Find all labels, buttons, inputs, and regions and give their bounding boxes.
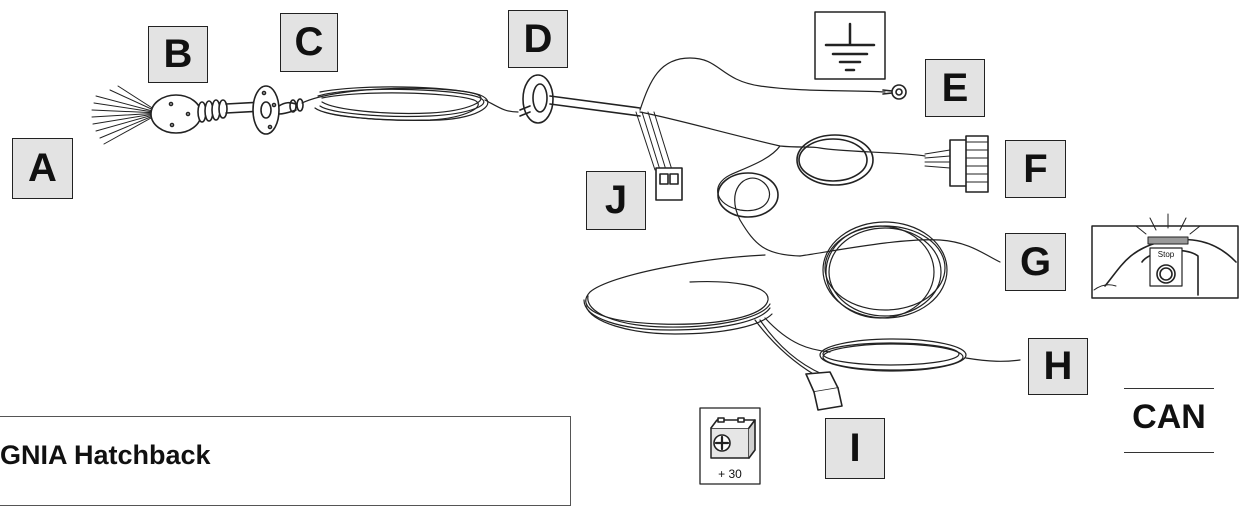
battery-text: + 30 — [718, 467, 742, 481]
label-d: D — [508, 10, 568, 68]
label-g: G — [1005, 233, 1066, 291]
label-h: H — [1028, 338, 1088, 395]
label-e: E — [925, 59, 985, 117]
connector-j — [635, 111, 683, 201]
stop-text: Stop — [1157, 250, 1175, 259]
wire-to-h — [764, 317, 831, 353]
connector-i — [805, 371, 843, 411]
label-a: A — [12, 138, 73, 199]
battery-icon — [699, 407, 761, 485]
ring-terminal-e — [882, 84, 907, 100]
label-i: I — [825, 418, 885, 479]
connector-f — [924, 135, 989, 193]
wire-to-i — [754, 319, 823, 376]
wire-to-f — [639, 111, 926, 157]
grommet-d — [519, 74, 554, 124]
page-title: GNIA Hatchback — [0, 440, 211, 470]
label-f: F — [1005, 140, 1066, 198]
loop-f — [796, 134, 874, 186]
label-j: J — [586, 171, 646, 230]
ground-wire-e — [639, 57, 886, 111]
can-top-line — [1124, 388, 1214, 389]
wire-fan-a — [91, 85, 161, 145]
main-trunk — [549, 95, 641, 117]
brake-light-icon — [1091, 213, 1239, 299]
ground-symbol-icon — [814, 11, 886, 80]
cable-coil-h — [819, 338, 1021, 372]
label-b: B — [148, 26, 208, 83]
label-c: C — [280, 13, 338, 72]
wiring-harness-diagram — [91, 11, 1239, 485]
grommet-c — [252, 85, 304, 135]
seal-b — [150, 94, 263, 134]
cable-coil-g — [799, 221, 1001, 319]
branch-down — [717, 145, 801, 257]
can-bottom-line — [1124, 452, 1214, 453]
can-text: CAN — [1132, 398, 1206, 436]
cable-coil-c — [301, 86, 519, 121]
cable-coil-lower — [583, 254, 773, 335]
